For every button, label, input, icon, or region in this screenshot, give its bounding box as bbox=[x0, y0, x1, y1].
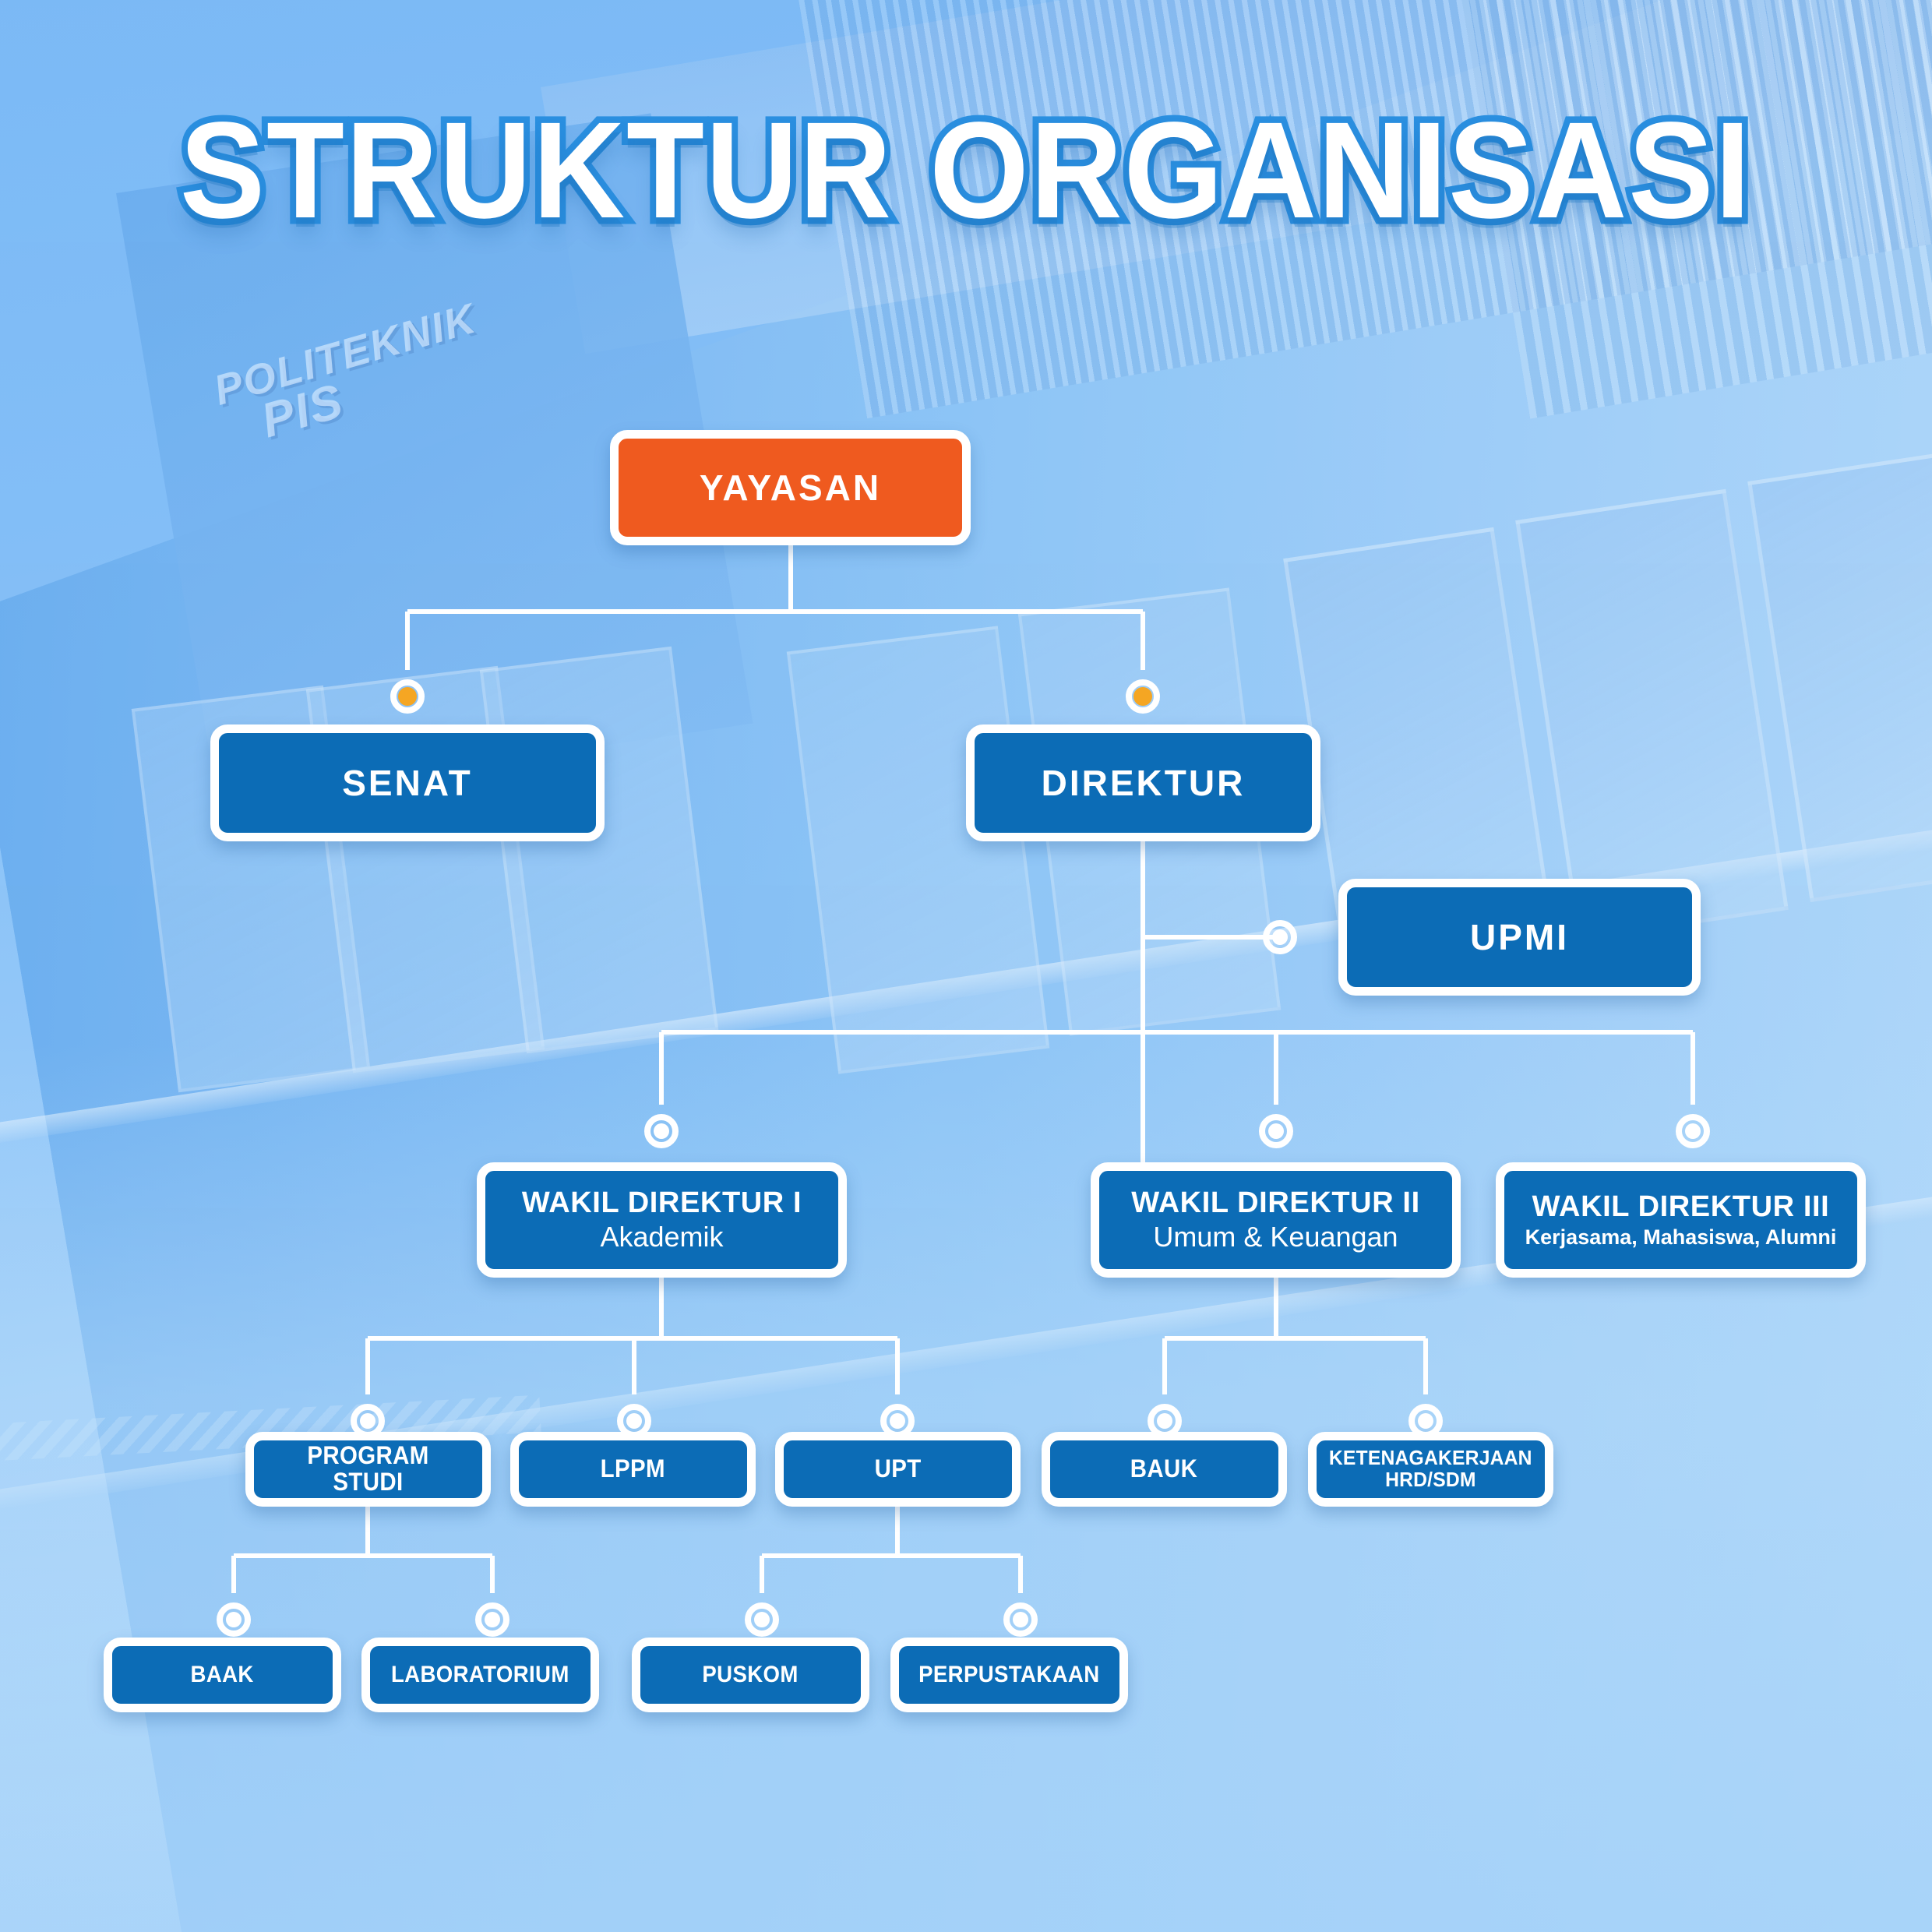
connector-dot-baak bbox=[217, 1602, 251, 1637]
wadir3-title: WAKIL DIREKTUR III bbox=[1532, 1190, 1830, 1223]
wadir3-subtitle: Kerjasama, Mahasiswa, Alumni bbox=[1525, 1225, 1837, 1250]
connector-dot-puskom bbox=[745, 1602, 779, 1637]
org-node-perpustakaan[interactable]: PERPUSTAKAAN bbox=[890, 1638, 1128, 1712]
program-studi-label: PROGRAM STUDI bbox=[307, 1441, 429, 1496]
connector-dot-wadir1 bbox=[644, 1114, 679, 1148]
connector-dot-bauk bbox=[1148, 1404, 1182, 1438]
org-node-yayasan[interactable]: YAYASAN bbox=[610, 430, 971, 545]
connector-dot-upmi bbox=[1263, 920, 1297, 954]
org-node-ketenagakerjaan[interactable]: KETENAGAKERJAAN HRD/SDM bbox=[1308, 1432, 1553, 1507]
org-node-baak[interactable]: BAAK bbox=[104, 1638, 341, 1712]
connector-dot-perpustakaan bbox=[1003, 1602, 1038, 1637]
upt-label: UPT bbox=[874, 1454, 922, 1483]
connector-dot-laboratorium bbox=[475, 1602, 509, 1637]
puskom-label: PUSKOM bbox=[702, 1662, 799, 1688]
connector-dot-program-studi bbox=[351, 1404, 385, 1438]
wadir2-title: WAKIL DIREKTUR II bbox=[1131, 1186, 1420, 1219]
connector-dot-wadir2 bbox=[1259, 1114, 1293, 1148]
ketenagakerjaan-label: KETENAGAKERJAAN bbox=[1329, 1446, 1532, 1470]
org-node-lppm[interactable]: LPPM bbox=[510, 1432, 756, 1507]
connector-dot-wadir3 bbox=[1676, 1114, 1710, 1148]
bauk-label: BAUK bbox=[1130, 1454, 1198, 1483]
org-node-wakil-direktur-3[interactable]: WAKIL DIREKTUR III Kerjasama, Mahasiswa,… bbox=[1496, 1162, 1866, 1278]
org-node-senat[interactable]: SENAT bbox=[210, 724, 605, 841]
connector-dot-lppm bbox=[617, 1404, 651, 1438]
wadir1-title: WAKIL DIREKTUR I bbox=[521, 1186, 802, 1219]
perpustakaan-label: PERPUSTAKAAN bbox=[918, 1662, 1100, 1688]
wadir1-subtitle: Akademik bbox=[600, 1220, 724, 1253]
org-node-wakil-direktur-2[interactable]: WAKIL DIREKTUR II Umum & Keuangan bbox=[1091, 1162, 1461, 1278]
org-node-program-studi[interactable]: PROGRAM STUDI bbox=[245, 1432, 491, 1507]
baak-label: BAAK bbox=[190, 1662, 255, 1688]
lppm-label: LPPM bbox=[600, 1454, 666, 1483]
connector-dot-upt bbox=[880, 1404, 915, 1438]
connector-dot-direktur bbox=[1126, 679, 1160, 714]
upmi-label: UPMI bbox=[1470, 916, 1569, 957]
laboratorium-label: LABORATORIUM bbox=[391, 1662, 569, 1688]
yayasan-label: YAYASAN bbox=[699, 467, 882, 508]
direktur-label: DIREKTUR bbox=[1041, 762, 1246, 803]
page-title-container: STRUKTUR ORGANISASI bbox=[0, 88, 1932, 254]
org-node-laboratorium[interactable]: LABORATORIUM bbox=[361, 1638, 599, 1712]
org-node-direktur[interactable]: DIREKTUR bbox=[966, 724, 1320, 841]
senat-label: SENAT bbox=[342, 762, 473, 803]
org-node-upmi[interactable]: UPMI bbox=[1338, 879, 1701, 996]
org-node-wakil-direktur-1[interactable]: WAKIL DIREKTUR I Akademik bbox=[477, 1162, 847, 1278]
connector-dot-ketenagakerjaan bbox=[1408, 1404, 1443, 1438]
org-node-upt[interactable]: UPT bbox=[775, 1432, 1021, 1507]
org-node-bauk[interactable]: BAUK bbox=[1042, 1432, 1287, 1507]
org-node-puskom[interactable]: PUSKOM bbox=[632, 1638, 869, 1712]
wadir2-subtitle: Umum & Keuangan bbox=[1153, 1220, 1398, 1253]
ketenagakerjaan-sublabel: HRD/SDM bbox=[1385, 1468, 1476, 1491]
connector-dot-senat bbox=[390, 679, 425, 714]
page-title: STRUKTUR ORGANISASI bbox=[174, 88, 1757, 254]
